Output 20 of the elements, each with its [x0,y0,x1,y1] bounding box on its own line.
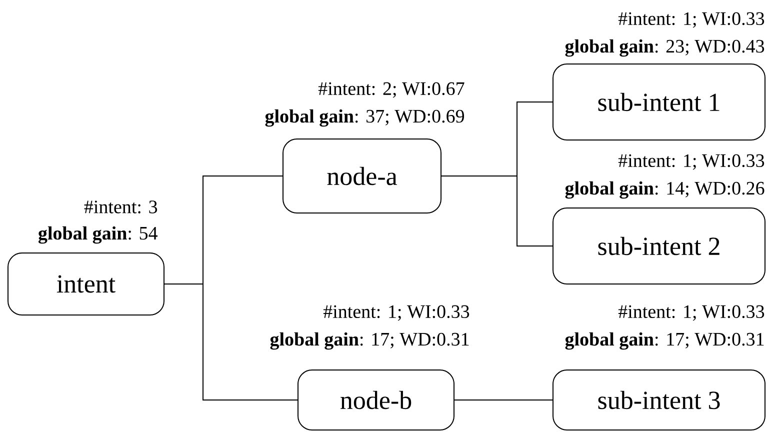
rounded-box: node-a [282,138,442,214]
annotation-text: global gain: 17; WD:0.31 [270,332,469,350]
connector-line [441,176,553,246]
annotation-text: global gain: 37; WD:0.69 [265,109,464,127]
annotation-text: #intent: 3 [84,200,158,214]
rounded-box: node-b [298,370,454,430]
rounded-box: sub-intent 1 [552,64,766,140]
rounded-box: sub-intent 2 [552,208,766,284]
annotation-text: #intent: 1; WI:0.33 [618,12,764,28]
annotation-text: global gain: 17; WD:0.31 [565,332,764,350]
annotation-text: #intent: 2; WI:0.67 [318,82,464,98]
annotation-text: global gain: 54 [38,226,158,244]
annotation-text: #intent: 1; WI:0.33 [618,154,764,170]
annotation-text: global gain: 23; WD:0.43 [565,39,764,57]
rounded-box: sub-intent 3 [552,370,766,430]
annotation-text: #intent: 1; WI:0.33 [323,305,470,321]
rounded-box: intent [8,252,164,316]
annotation-text: #intent: 1; WI:0.33 [618,305,764,321]
connector-line [164,284,298,400]
annotation-text: global gain: 14; WD:0.26 [565,181,764,199]
